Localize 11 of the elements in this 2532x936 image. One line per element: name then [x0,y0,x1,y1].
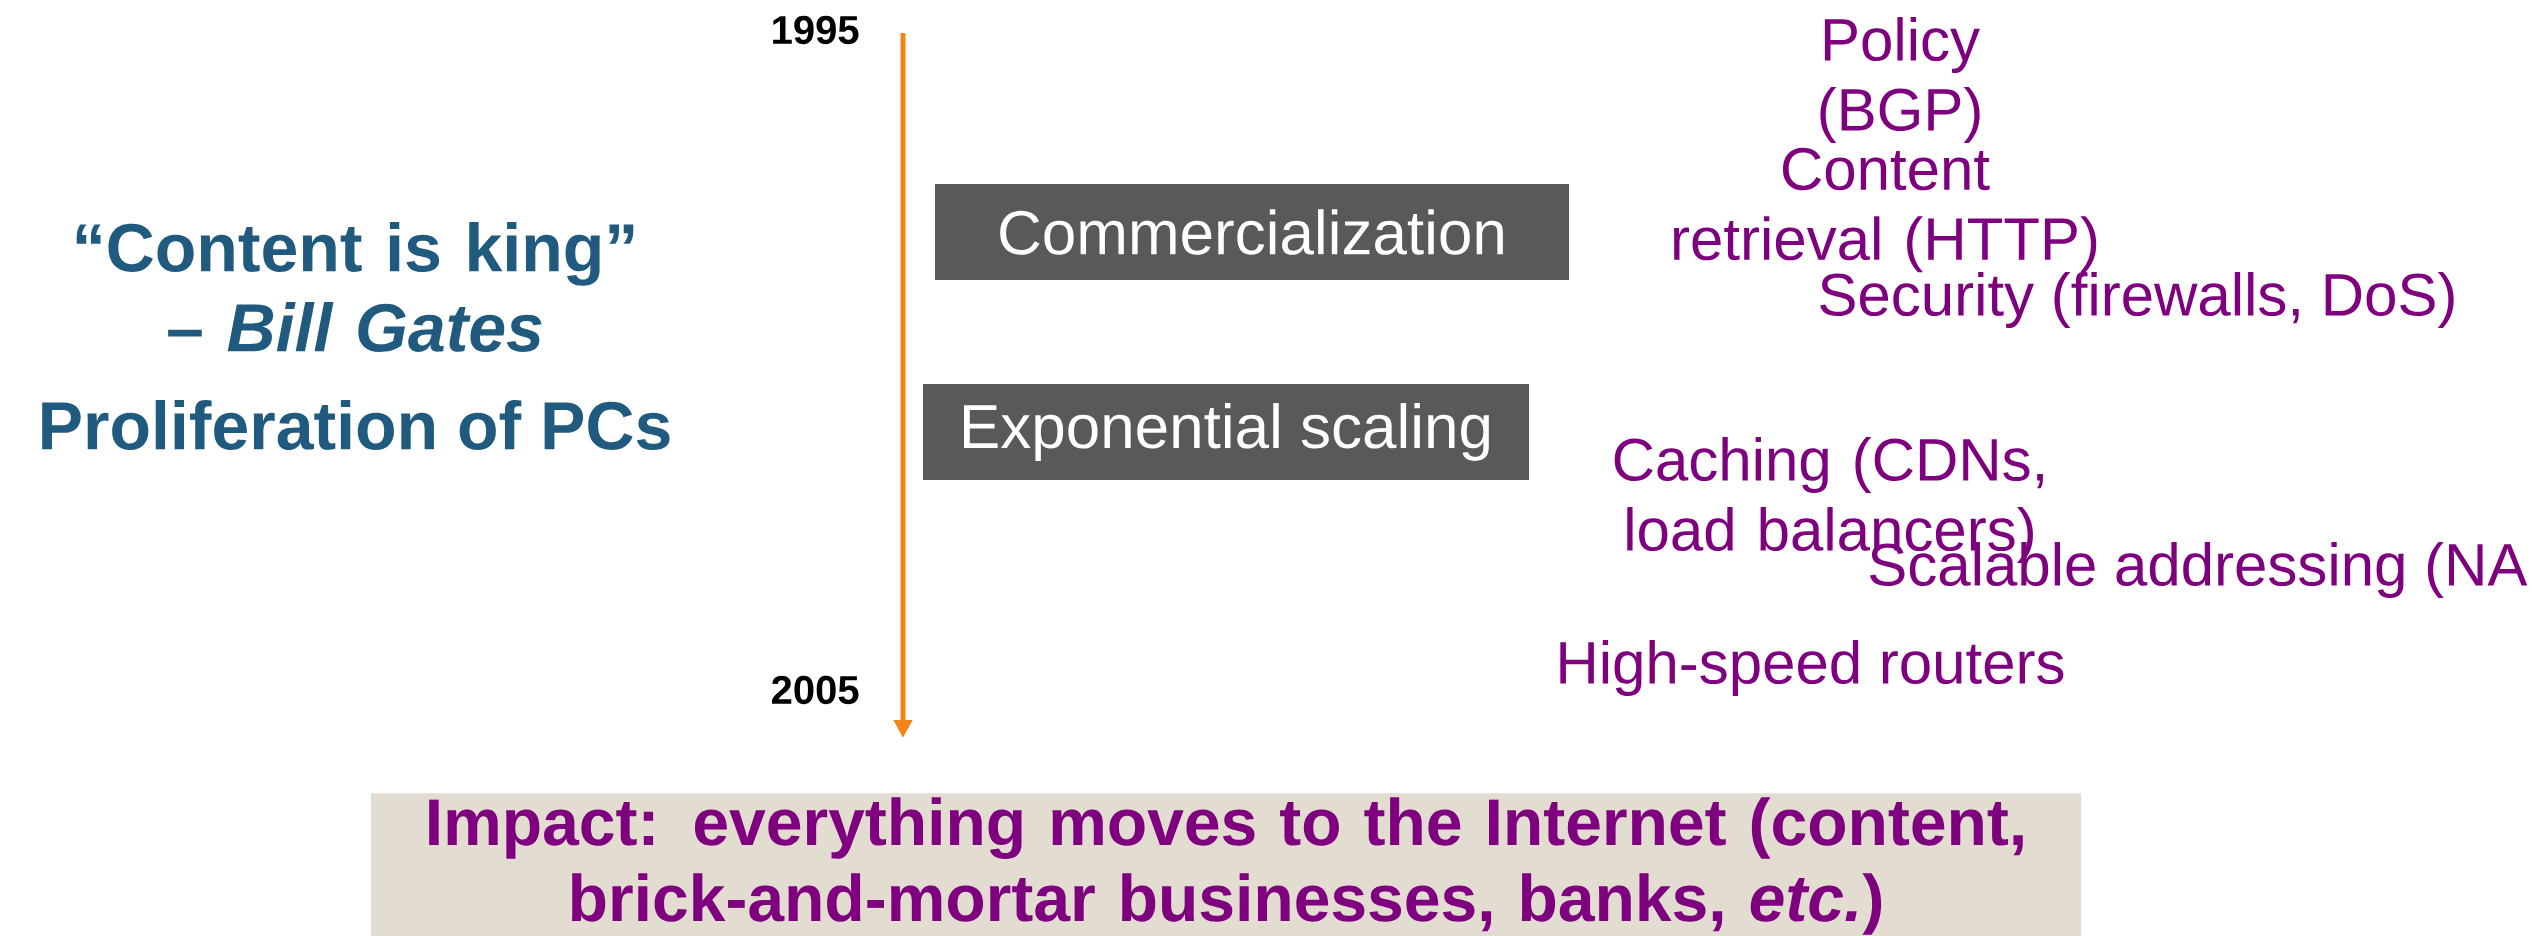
heading-text: Proliferation of PCs [42,400,670,450]
topic-text: Content retrieval (HTTP) [1674,147,2097,273]
label-box: Commercialization [935,184,1569,280]
label-box: Exponential scaling [923,384,1529,480]
impact-banner: Impact: everything moves to the Internet (content, brick-and-mortar businesses, banks, etc.) [371,793,2081,936]
year-label: 1995 [773,15,859,45]
topic-text: Policy (BGP) [1820,17,1980,143]
topic-text: Security (firewalls, DoS) [1820,272,2454,328]
topic-text: High-speed routers [1560,640,2064,696]
heading-text: “Content is king” – Bill Gates [76,222,634,352]
year-label: 2005 [772,675,859,705]
